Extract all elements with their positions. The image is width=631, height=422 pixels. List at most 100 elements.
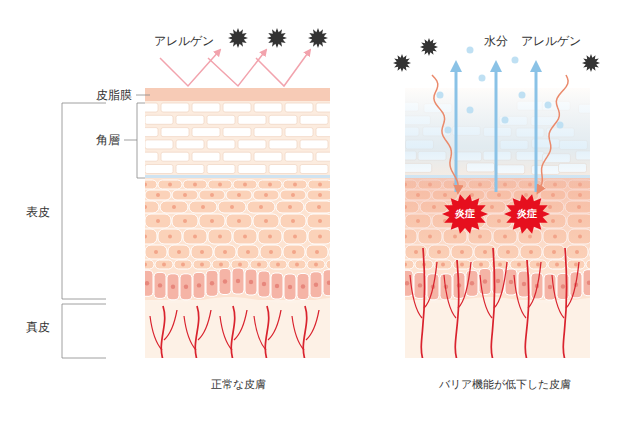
nucleus <box>183 219 187 223</box>
nucleus <box>177 250 181 254</box>
cell <box>250 260 268 269</box>
nucleus <box>172 205 176 209</box>
nucleus <box>223 250 227 254</box>
nucleus <box>405 281 409 285</box>
cell <box>306 245 328 259</box>
nucleus <box>288 205 292 209</box>
water-drop <box>437 92 444 99</box>
capillary <box>306 310 319 340</box>
part-label: アレルゲン <box>154 34 214 48</box>
water-drop <box>519 92 526 99</box>
allergen-particle <box>420 38 438 56</box>
corneocyte <box>269 115 297 124</box>
cell <box>247 201 275 213</box>
cell <box>283 180 307 189</box>
nucleus <box>548 285 552 289</box>
cell <box>145 180 157 189</box>
corneocyte <box>316 152 330 161</box>
corneocyte <box>285 103 313 112</box>
nucleus <box>291 219 295 223</box>
nucleus <box>496 279 500 283</box>
capillary <box>161 306 164 358</box>
cell <box>158 229 182 244</box>
nucleus <box>561 284 565 288</box>
water-drop <box>467 107 474 114</box>
nucleus <box>210 281 214 285</box>
nucleus <box>193 183 197 187</box>
nucleus <box>145 183 147 187</box>
nucleus <box>262 282 266 286</box>
nucleus <box>210 219 214 223</box>
nucleus <box>314 283 318 287</box>
basal-cell <box>145 270 153 296</box>
cell <box>145 214 171 228</box>
capillary <box>525 260 528 358</box>
nucleus <box>238 263 242 267</box>
bracket <box>137 103 145 178</box>
nucleus <box>275 284 279 288</box>
nucleus <box>522 282 526 286</box>
basal-cell <box>180 274 192 300</box>
cell <box>145 245 167 259</box>
part-label: アレルゲン <box>521 34 581 48</box>
corneocyte <box>300 165 328 174</box>
cell <box>145 229 157 244</box>
corneocyte <box>223 103 251 112</box>
nucleus <box>268 235 272 239</box>
basal-cell <box>167 274 179 300</box>
corneocyte <box>269 140 297 149</box>
nucleus <box>197 283 201 287</box>
allergen-path <box>432 75 458 192</box>
nucleus <box>183 193 187 197</box>
part-label: 表皮 <box>26 205 50 219</box>
nucleus <box>230 205 234 209</box>
water-arrow <box>535 64 538 192</box>
water-drop <box>445 127 452 134</box>
sebum-film <box>145 88 330 101</box>
basal-cell <box>245 269 257 295</box>
corneocyte <box>285 152 313 161</box>
nucleus <box>268 183 272 187</box>
cell <box>208 229 232 244</box>
water-drop <box>479 75 486 82</box>
leader-line <box>124 140 137 141</box>
cell <box>172 214 198 228</box>
bracket <box>62 304 106 358</box>
capillary <box>410 275 422 318</box>
capillary <box>195 306 198 358</box>
deflect-arrow <box>256 50 310 86</box>
basal-cell <box>583 270 590 296</box>
nucleus <box>237 219 241 223</box>
nucleus <box>257 263 261 267</box>
capillary <box>265 306 268 358</box>
basal-cell <box>258 271 270 297</box>
water-drop <box>502 117 509 124</box>
nucleus <box>200 263 204 267</box>
nucleus <box>318 219 322 223</box>
nucleus <box>168 235 172 239</box>
corneocyte <box>300 115 328 124</box>
basal-cell <box>544 274 556 300</box>
corneocyte <box>207 165 235 174</box>
cell <box>305 201 330 213</box>
nucleus <box>154 250 158 254</box>
burst-text: 炎症 <box>441 193 489 235</box>
nucleus <box>315 250 319 254</box>
corneocyte <box>161 128 189 137</box>
capillary <box>292 316 304 350</box>
burst-text: 炎症 <box>503 193 551 235</box>
basal-cell <box>193 272 205 298</box>
epidermis <box>405 178 590 300</box>
corneocyte <box>176 165 204 174</box>
nucleus <box>276 263 280 267</box>
nucleus <box>318 235 322 239</box>
dermis <box>405 297 590 358</box>
corneocyte <box>207 115 235 124</box>
cell <box>280 214 306 228</box>
capillary <box>421 248 424 358</box>
barrier-line <box>145 175 330 178</box>
basal-cell <box>219 269 231 295</box>
cell <box>276 201 304 213</box>
capillary <box>494 262 507 308</box>
